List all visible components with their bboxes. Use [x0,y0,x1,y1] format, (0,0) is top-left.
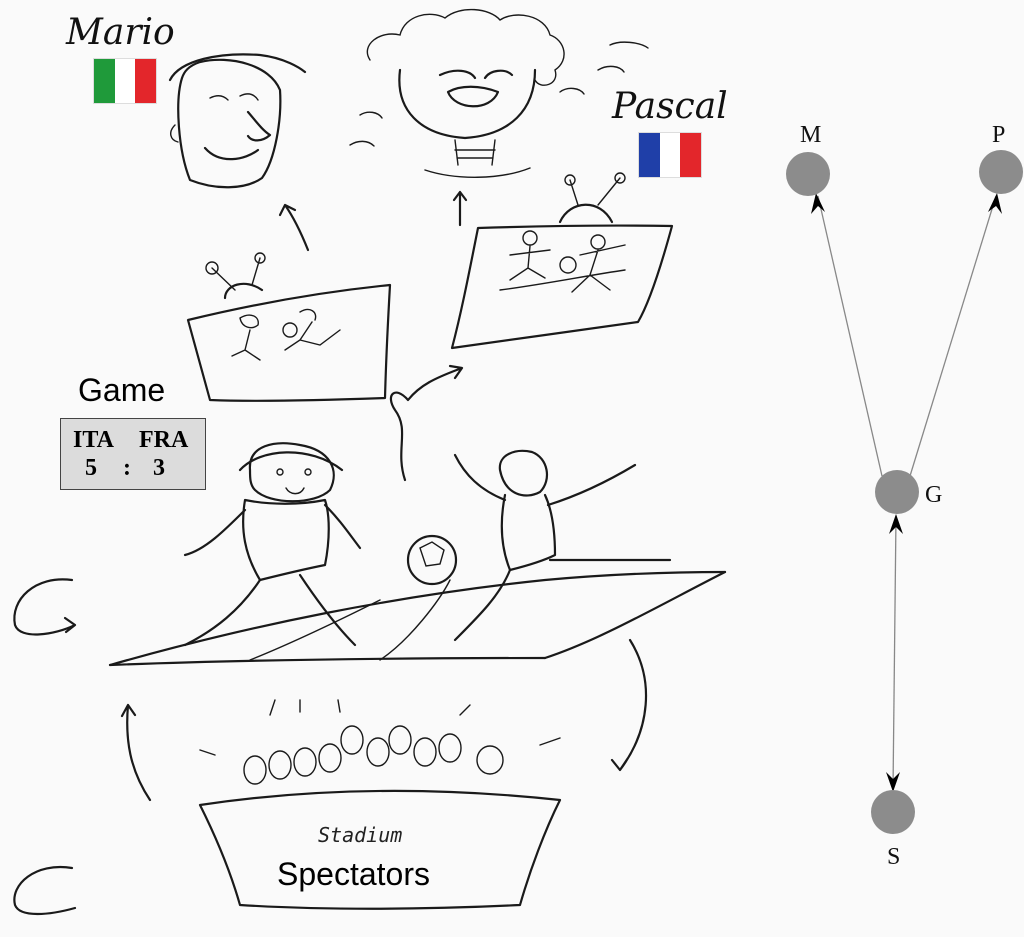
team-ita: ITA [73,427,114,453]
flag-stripe [680,133,702,177]
edge-g-s-arrowhead-up [889,514,903,534]
center-face-sketch [349,8,649,178]
flag-stripe [135,59,157,103]
edge-g-p-arrowhead [988,193,1002,214]
edge-g-m [817,195,883,477]
score-ita: 5 [85,455,97,481]
scoreboard: ITA FRA 5 : 3 [60,418,206,490]
score-separator: : [123,455,131,481]
node-label-g: G [925,482,942,508]
node-m [786,152,830,196]
flag-stripe [94,59,115,103]
pascal-name: Pascal [612,86,728,127]
mario-name: Mario [66,12,175,53]
mario-face-sketch [168,53,307,189]
node-s [871,790,915,834]
node-p [979,150,1023,194]
node-label-p: P [992,122,1005,148]
node-g [875,470,919,514]
spectators-sketch [198,699,562,910]
flag-stripe [639,133,660,177]
spectators-label: Spectators [277,856,430,892]
edge-g-p [909,195,997,477]
france-flag [638,132,702,178]
graph-nodes: M P G S [786,122,1023,870]
edge-g-s [892,515,897,791]
italy-flag [93,58,157,104]
edge-g-m-arrowhead [811,193,825,214]
game-label: Game [78,372,166,408]
stadium-word: Stadium [318,823,402,847]
left-tv-sketch [186,252,392,402]
edge-g-s-arrowhead-down [886,772,900,792]
soccer-game-sketch [108,442,727,667]
node-label-s: S [887,844,900,870]
team-fra: FRA [139,427,189,453]
flag-stripe [114,59,136,103]
score-fra: 3 [153,455,165,481]
graph-edges [811,193,1002,792]
flag-stripe [659,133,681,177]
right-tv-sketch [450,172,674,350]
node-label-m: M [800,122,821,148]
